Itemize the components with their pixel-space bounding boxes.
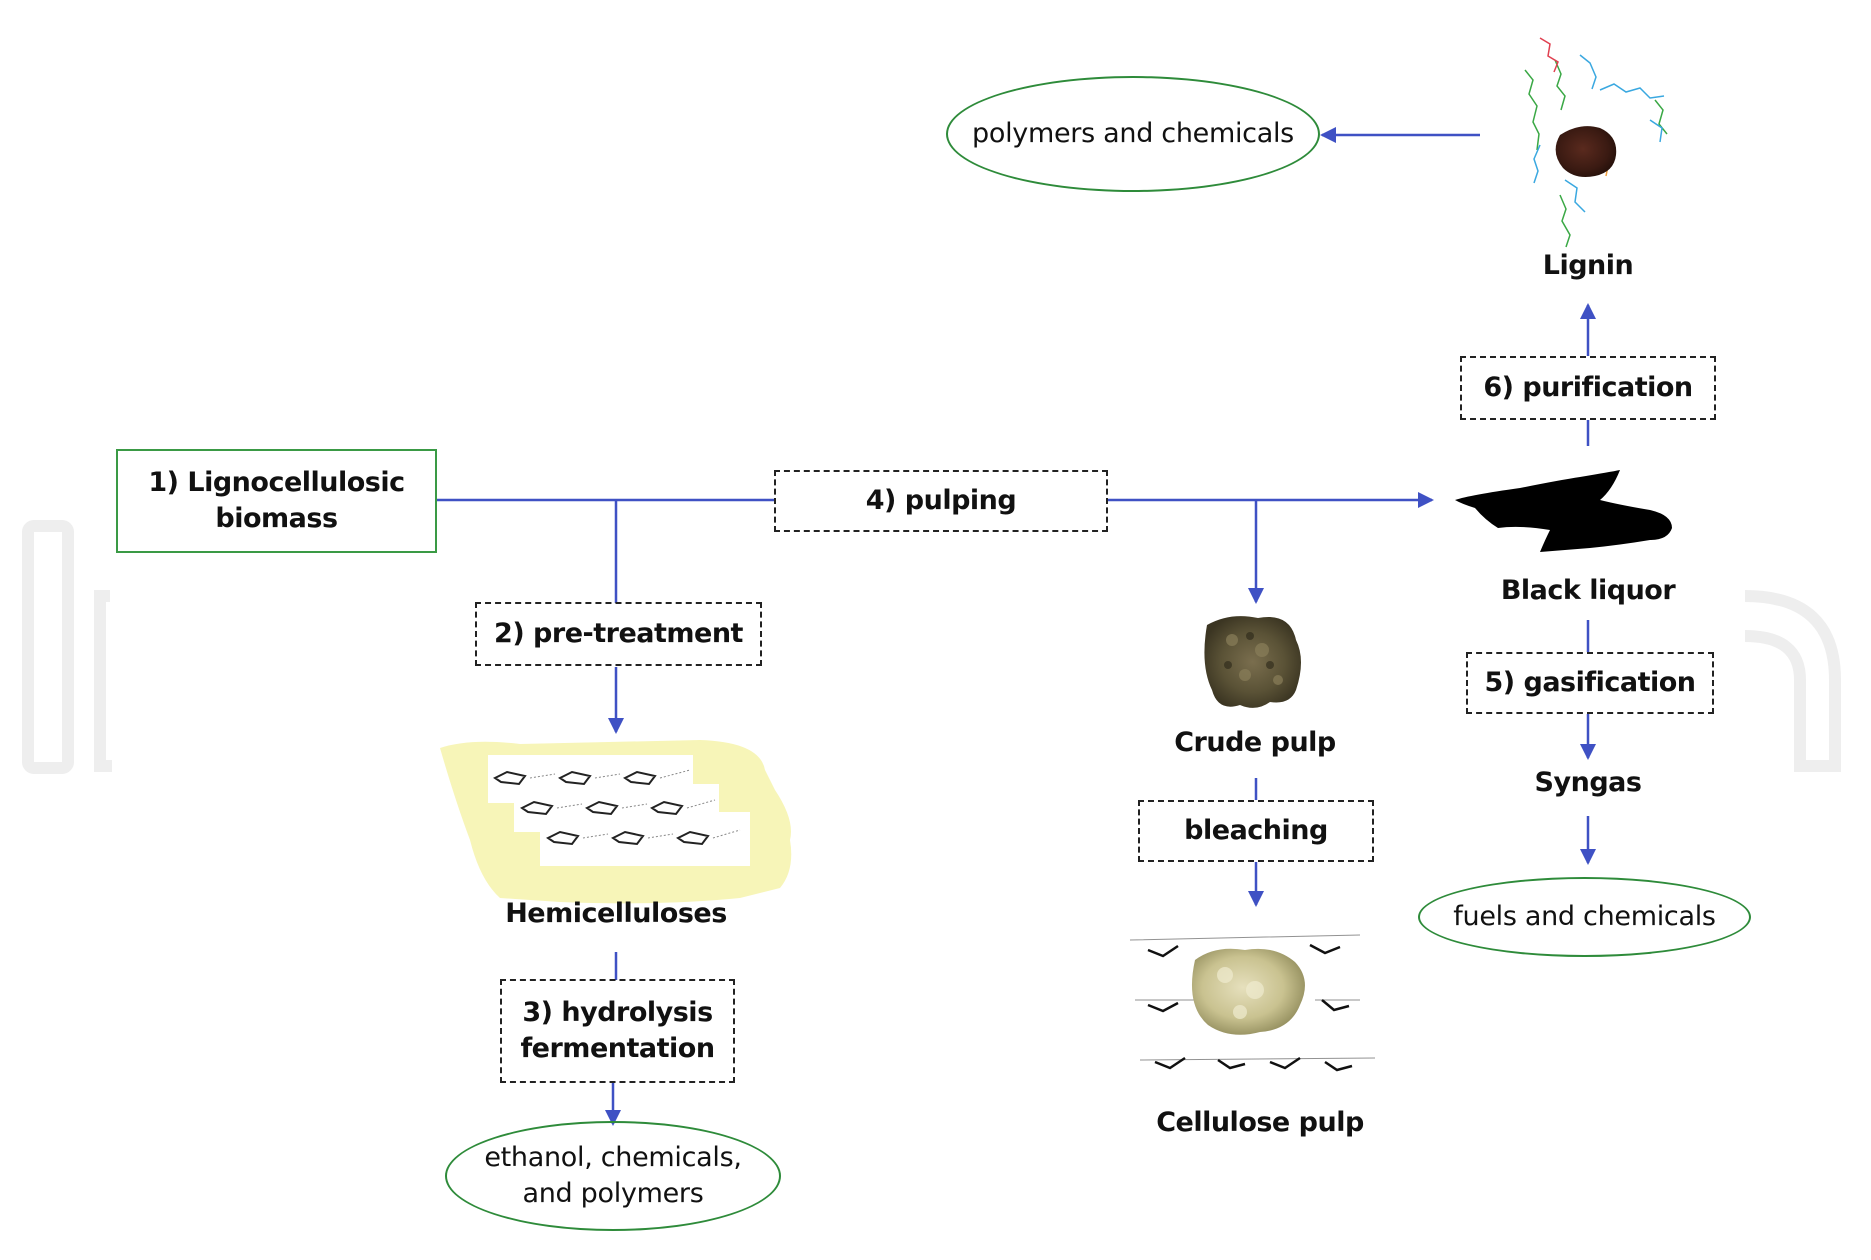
lignin-image [1524,37,1668,248]
syngas-label: Syngas [1534,767,1642,798]
pretreatment-step: 2) pre-treatment [475,602,762,666]
gasification-label: 5) gasification [1484,666,1696,698]
hydrolysis-fermentation-step: 3) hydrolysis fermentation [500,979,735,1083]
cellulose-pulp-label: Cellulose pulp [1156,1107,1364,1138]
biomass-label-line2: biomass [215,503,338,534]
bleaching-step: bleaching [1138,800,1374,862]
pulping-step: 4) pulping [774,470,1108,532]
fuels-chemicals-product: fuels and chemicals [1418,877,1751,957]
sugar-ring-chains-icon [493,770,710,846]
purification-label: 6) purification [1483,371,1693,403]
pretreatment-label: 2) pre-treatment [494,617,743,649]
pulping-label: 4) pulping [865,484,1017,516]
black-liquor-label: Black liquor [1500,575,1676,606]
ethanol-label-line1: ethanol, chemicals, [484,1141,742,1173]
biomass-node: 1) Lignocellulosic biomass [116,449,437,553]
fuels-label: fuels and chemicals [1453,900,1716,932]
glucose-ring-icons [1147,943,1353,1072]
crude-pulp-label: Crude pulp [1174,727,1336,758]
biomass-label-line1: 1) Lignocellulosic [148,466,405,498]
watermark [22,520,1841,774]
black-liquor-image [1455,470,1672,552]
ethanol-label-line2: and polymers [522,1178,704,1209]
hydrolysis-label-line2: fermentation [520,1033,715,1064]
lignin-label: Lignin [1542,250,1634,281]
hydrolysis-label-line1: 3) hydrolysis [522,996,713,1028]
purification-step: 6) purification [1460,356,1716,420]
hemicellulose-image [440,740,792,904]
polymers-chemicals-product: polymers and chemicals [946,76,1320,192]
cellulose-pulp-image [1129,934,1376,1072]
ethanol-chemicals-polymers-product: ethanol, chemicals, and polymers [445,1121,781,1231]
polymers-label: polymers and chemicals [972,117,1294,149]
gasification-step: 5) gasification [1466,652,1714,714]
bleaching-label: bleaching [1184,814,1328,846]
hemicelluloses-label: Hemicelluloses [505,898,727,929]
crude-pulp-image [1204,616,1301,708]
